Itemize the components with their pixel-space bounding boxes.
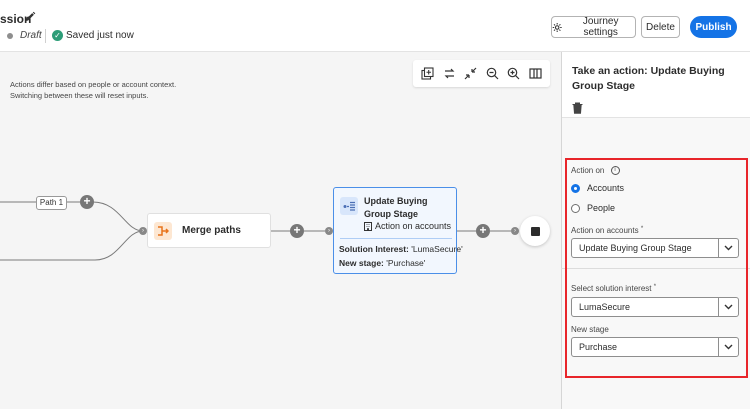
building-icon (364, 221, 372, 231)
solution-interest-detail: Solution Interest: 'LumaSecure' (339, 244, 463, 254)
status-text: Draft (20, 30, 42, 41)
journey-title[interactable]: ssion (0, 12, 32, 26)
info-icon[interactable]: i (610, 166, 620, 176)
action-node-subtitle: Action on accounts (364, 221, 451, 231)
radio-accounts-label: Accounts (587, 183, 625, 193)
solution-interest-label: Select solution interest * (571, 284, 656, 293)
chevron-down-icon[interactable] (718, 338, 738, 356)
path-label[interactable]: Path 1 (36, 196, 67, 210)
zoom-out-icon[interactable] (483, 65, 501, 83)
delete-button[interactable]: Delete (641, 16, 680, 38)
help-text: Actions differ based on people or accoun… (10, 80, 177, 100)
saved-status: Saved just now (66, 30, 134, 41)
canvas-toolbar (413, 60, 550, 87)
new-stage-detail: New stage: 'Purchase' (339, 258, 425, 268)
add-node-icon[interactable]: + (476, 224, 490, 238)
radio-accounts[interactable]: Accounts (571, 183, 624, 193)
node-input-connector: › (139, 227, 147, 235)
swap-icon[interactable] (440, 65, 458, 83)
journey-header: ssion Draft ✓ Saved just now Journey set… (0, 0, 750, 52)
action-node-title: Update Buying Group Stage (364, 196, 428, 219)
new-stage-label: New stage (571, 325, 609, 334)
new-stage-detail-label: New stage: (339, 258, 384, 268)
journey-settings-button[interactable]: Journey settings (551, 16, 636, 38)
divider (340, 238, 452, 239)
chevron-down-icon[interactable] (718, 239, 738, 257)
new-stage-select[interactable]: Purchase (571, 337, 739, 357)
radio-people-label: People (587, 203, 616, 213)
connector-lines (0, 201, 511, 261)
required-asterisk: * (640, 226, 644, 232)
end-node[interactable] (520, 216, 550, 246)
checkmark-circle-icon: ✓ (52, 30, 63, 41)
action-on-accounts-label: Action on accounts * (571, 226, 643, 235)
solution-interest-select[interactable]: LumaSecure (571, 297, 739, 317)
publish-button[interactable]: Publish (690, 16, 737, 38)
action-list-icon (340, 197, 358, 215)
highlight-annotation (565, 158, 748, 378)
zoom-in-icon[interactable] (505, 65, 523, 83)
duplicate-icon[interactable] (419, 65, 437, 83)
update-buying-group-stage-node[interactable]: Update Buying Group Stage Action on acco… (333, 187, 463, 274)
status-dot (7, 33, 13, 39)
new-stage-detail-value: 'Purchase' (386, 258, 426, 268)
required-asterisk: * (653, 284, 657, 290)
new-stage-value: Purchase (579, 342, 618, 352)
action-on-label-text: Action on (571, 166, 605, 175)
action-on-label: Action on i (571, 166, 620, 176)
add-node-icon[interactable]: + (80, 195, 94, 209)
settings-icon (552, 22, 562, 32)
action-on-accounts-label-text: Action on accounts (571, 226, 639, 235)
panel-title: Take an action: Update Buying Group Stag… (572, 65, 725, 92)
pencil-icon[interactable] (24, 11, 36, 23)
collapse-icon[interactable] (462, 65, 480, 83)
merge-paths-node[interactable]: Merge paths (147, 213, 271, 248)
divider (45, 29, 46, 43)
solution-interest-value: LumaSecure (579, 302, 631, 312)
node-input-connector: › (325, 227, 333, 235)
action-node-subtitle-text: Action on accounts (375, 221, 452, 231)
merge-icon (154, 221, 172, 240)
node-input-connector: › (511, 227, 519, 235)
panel-header: Take an action: Update Buying Group Stag… (562, 52, 750, 118)
chevron-down-icon[interactable] (718, 298, 738, 316)
solution-interest-label-text: Select solution interest (571, 284, 652, 293)
add-node-icon[interactable]: + (290, 224, 304, 238)
action-on-accounts-select[interactable]: Update Buying Group Stage (571, 238, 739, 258)
trash-icon[interactable] (572, 102, 583, 114)
panel-toggle-icon[interactable] (526, 65, 544, 83)
solution-interest-detail-label: Solution Interest: (339, 244, 409, 254)
radio-button[interactable] (571, 203, 580, 213)
merge-paths-label: Merge paths (182, 225, 241, 236)
radio-button-selected[interactable] (571, 183, 580, 193)
radio-people[interactable]: People (571, 203, 615, 213)
action-on-accounts-value: Update Buying Group Stage (579, 243, 692, 253)
solution-interest-detail-value: 'LumaSecure' (411, 244, 463, 254)
divider (561, 268, 750, 269)
panel-body (562, 118, 750, 409)
journey-settings-label: Journey settings (582, 16, 619, 38)
stop-icon (530, 226, 540, 236)
